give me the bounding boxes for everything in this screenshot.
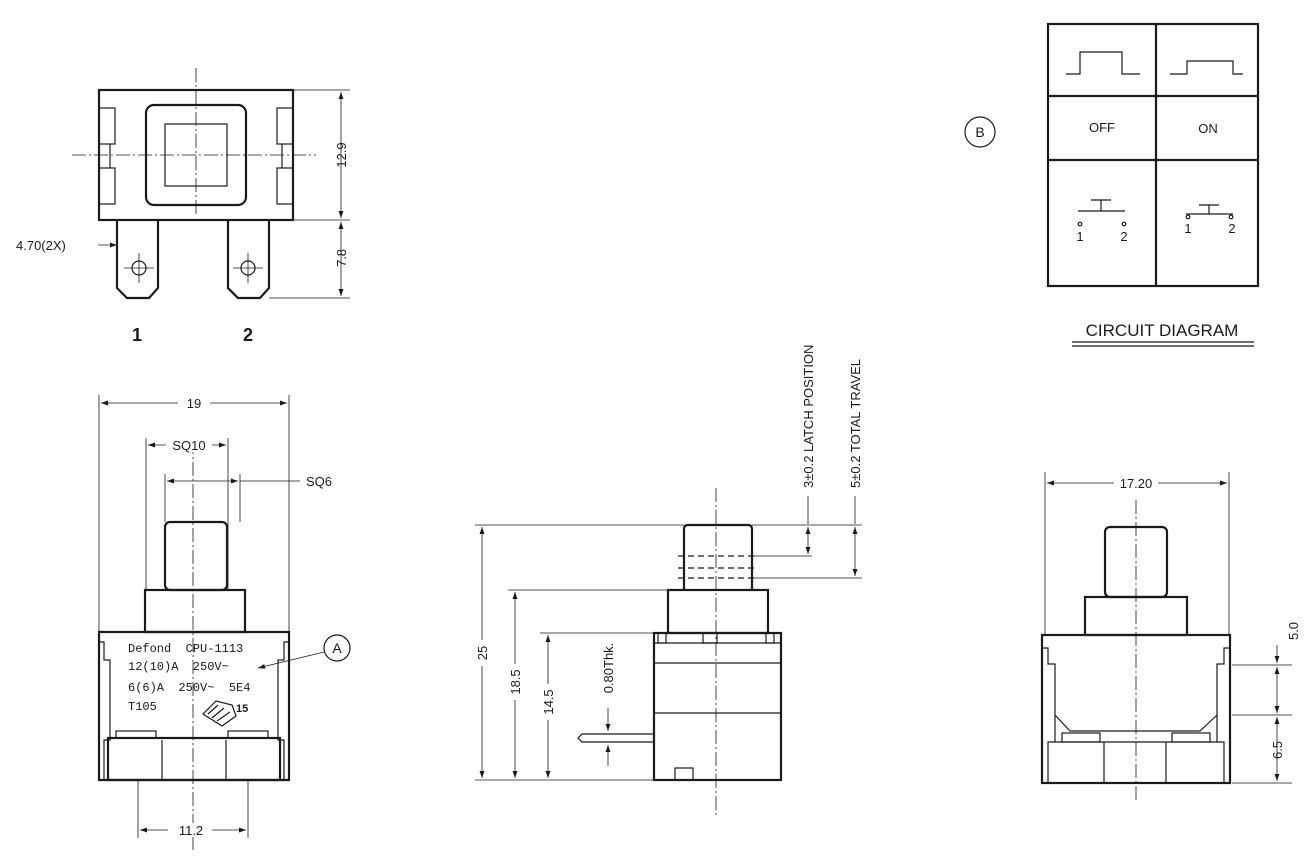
- dim-tab-hole: 4.70(2X): [16, 238, 66, 253]
- dim-18-5: 18.5: [508, 669, 523, 694]
- state-on-label: ON: [1198, 121, 1218, 136]
- callout-a: A: [332, 640, 342, 656]
- dim-6-5: 6.5: [1270, 741, 1285, 759]
- callout-b-circle: [964, 116, 996, 148]
- on-terminal-2: 2: [1228, 221, 1235, 236]
- terminal-2-label: 2: [243, 325, 253, 345]
- circuit-diagram: OFF ON 1 2 1 2 B CIRCUIT DIAGRAM: [964, 22, 1260, 347]
- dim-height: 12.9: [334, 142, 349, 167]
- terminal-1-label: 1: [132, 325, 142, 345]
- off-terminal-2: 2: [1120, 229, 1127, 244]
- total-travel-label: 5±0.2 TOTAL TRAVEL: [848, 359, 863, 488]
- marking-line-4: T105: [128, 700, 157, 714]
- dim-5-0: 5.0: [1286, 622, 1301, 640]
- front-view: 19 SQ10 SQ6 11.2 Defond CPU-1113 12(10)A…: [97, 395, 351, 850]
- dim-tab-length: 7.8: [334, 249, 349, 267]
- top-view: 4.70(2X) 12.9 7.8 1 2: [16, 68, 350, 345]
- on-terminal-1: 1: [1184, 221, 1191, 236]
- dim-sq10: SQ10: [172, 438, 205, 453]
- dim-width-19: 19: [187, 396, 201, 411]
- marking-logo-number: 15: [236, 703, 248, 715]
- dim-pitch: 11.2: [179, 823, 203, 838]
- dim-14-5: 14.5: [541, 689, 556, 714]
- circuit-diagram-caption: CIRCUIT DIAGRAM: [1086, 321, 1239, 340]
- dim-25: 25: [475, 646, 490, 660]
- side-view: 25 18.5 14.5 0.80Thk. 3±0.2 LATCH POSITI…: [475, 345, 863, 815]
- off-terminal-1: 1: [1076, 229, 1083, 244]
- latch-position-label: 3±0.2 LATCH POSITION: [801, 345, 816, 488]
- dim-width-17-20: 17.20: [1120, 476, 1153, 491]
- marking-line-3: 6(6)A 250V~ 5E4: [128, 681, 250, 695]
- state-off-label: OFF: [1089, 120, 1115, 135]
- dim-thickness: 0.80Thk.: [601, 643, 616, 694]
- approval-logo: 15: [202, 700, 248, 727]
- callout-b: B: [975, 124, 984, 140]
- dim-sq6: SQ6: [306, 474, 332, 489]
- callout-a-circle: [323, 634, 351, 662]
- marking-line-2: 12(10)A 250V~: [128, 660, 229, 674]
- rear-view: 17.20 5.0 6.5: [1040, 472, 1301, 800]
- marking-line-1: Defond CPU-1113: [128, 642, 243, 656]
